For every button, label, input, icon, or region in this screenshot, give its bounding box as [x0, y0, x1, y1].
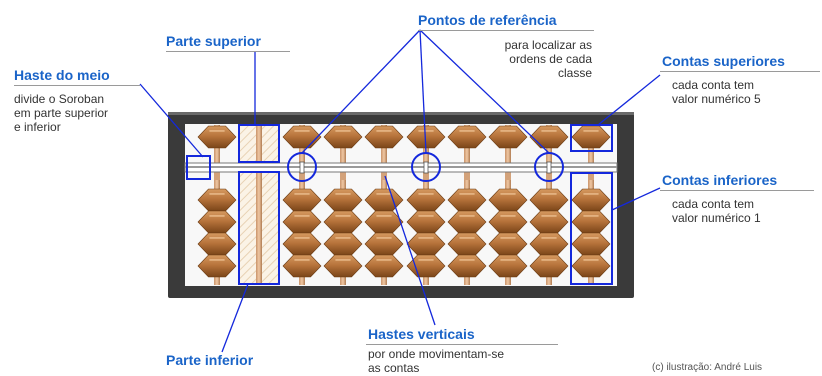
rod-gap-1: [214, 172, 220, 180]
rod-gap-9: [546, 172, 552, 180]
highlight-contas-superiores-box: [570, 124, 613, 152]
pointer-pontos-1: [301, 29, 421, 154]
pointer-haste-meio: [139, 83, 204, 158]
lower-bead-rod-8-4: [488, 254, 528, 278]
upper-bead-rod-5: [364, 125, 404, 149]
rod-gap-6: [423, 172, 429, 180]
upper-bead-rod-7: [447, 125, 487, 149]
upper-bead-rod-6: [406, 125, 446, 149]
reference-point-marker-1: [299, 161, 305, 174]
pointer-contas-inferiores: [611, 187, 661, 211]
label-contas-inferiores: Contas inferiores: [662, 172, 778, 188]
credit-text: (c) ilustração: André Luis: [652, 362, 763, 373]
highlight-contas-inferiores-box: [570, 172, 613, 285]
upper-bead-rod-1: [197, 125, 237, 149]
desc-hastes-verticais: por onde movimentam-se as contas: [368, 347, 504, 375]
label-contas-superiores: Contas superiores: [662, 53, 785, 69]
desc-haste-meio: divide o Soroban em parte superior e inf…: [14, 92, 108, 134]
desc-pontos-referencia: para localizar as ordens de cada classe: [470, 38, 592, 80]
label-parte-inferior: Parte inferior: [166, 352, 254, 368]
rod-gap-4: [340, 172, 346, 180]
desc-pontos-line-3: classe: [557, 66, 592, 80]
highlight-parte-inferior-box: [238, 171, 280, 285]
underline-parte-superior: [166, 51, 290, 52]
pointer-contas-superiores: [597, 74, 661, 126]
rod-gap-3: [299, 172, 305, 180]
desc-pontos-line-2: ordens de cada: [509, 52, 592, 66]
desc-haste-line-3: e inferior: [14, 120, 61, 134]
underline-hastes-verticais: [366, 344, 558, 345]
desc-contas-inferiores: cada conta tem valor numérico 1: [672, 197, 761, 225]
upper-bead-rod-8: [488, 125, 528, 149]
abacus-frame-highlight: [168, 112, 634, 115]
lower-bead-rod-3-4: [282, 254, 322, 278]
lower-bead-rod-7-4: [447, 254, 487, 278]
desc-csup-line-2: valor numérico 5: [672, 92, 761, 106]
underline-haste-meio: [14, 85, 140, 86]
desc-contas-superiores: cada conta tem valor numérico 5: [672, 78, 761, 106]
lower-bead-rod-5-4: [364, 254, 404, 278]
desc-cinf-line-1: cada conta tem: [672, 197, 755, 211]
upper-bead-rod-9: [529, 125, 569, 149]
label-pontos-referencia: Pontos de referência: [418, 12, 557, 28]
desc-hastes-line-1: por onde movimentam-se: [368, 347, 505, 361]
desc-haste-line-2: em parte superior: [14, 106, 109, 120]
pointer-pontos-2: [419, 29, 427, 154]
label-parte-superior: Parte superior: [166, 33, 261, 49]
underline-contas-inferiores: [660, 190, 814, 191]
rod-gap-8: [505, 172, 511, 180]
underline-contas-superiores: [660, 71, 820, 72]
underline-pontos: [418, 30, 594, 31]
upper-bead-rod-4: [323, 125, 363, 149]
pointer-hastes-verticais: [384, 175, 436, 326]
desc-cinf-line-2: valor numérico 1: [672, 211, 761, 225]
desc-hastes-line-2: as contas: [368, 361, 420, 375]
highlight-parte-superior-box: [238, 124, 280, 163]
lower-bead-rod-1-4: [197, 254, 237, 278]
pointer-pontos-3: [419, 29, 550, 154]
desc-haste-line-1: divide o Soroban: [14, 92, 105, 106]
label-hastes-verticais: Hastes verticais: [368, 326, 475, 342]
vertical-rod-2: [256, 125, 262, 285]
desc-csup-line-1: cada conta tem: [672, 78, 755, 92]
pointer-parte-inferior: [221, 283, 249, 353]
lower-bead-rod-10-4: [571, 254, 611, 278]
lower-bead-rod-4-4: [323, 254, 363, 278]
label-haste-meio: Haste do meio: [14, 67, 110, 83]
rod-gap-7: [464, 172, 470, 180]
rod-gap-10: [588, 172, 594, 180]
middle-bar-line: [185, 166, 617, 168]
desc-pontos-line-1: para localizar as: [504, 38, 592, 52]
highlight-haste-meio-box: [186, 155, 211, 180]
reference-point-marker-2: [423, 161, 429, 174]
reference-point-marker-3: [546, 161, 552, 174]
rod-gap-5: [381, 172, 387, 180]
lower-bead-rod-9-4: [529, 254, 569, 278]
